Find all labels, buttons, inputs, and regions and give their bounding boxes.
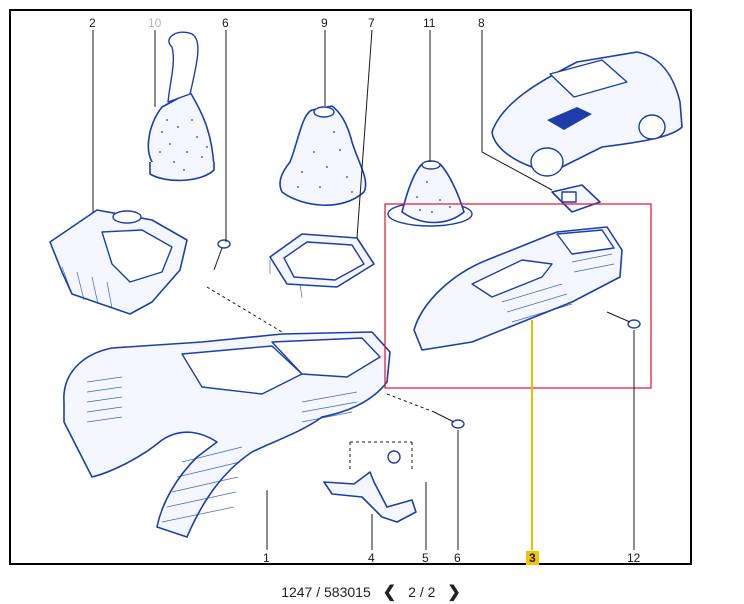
part-1-centre-console[interactable] [63, 331, 391, 538]
chevron-left-icon[interactable]: ❮ [382, 584, 397, 601]
page-indicator: 2 / 2 [408, 584, 436, 600]
label-part-6-lower[interactable]: 6 [454, 551, 461, 565]
label-part-1[interactable]: 1 [263, 551, 270, 565]
chevron-right-icon[interactable]: ❯ [447, 584, 461, 601]
label-part-10[interactable]: 10 [148, 16, 162, 30]
label-part-12[interactable]: 12 [627, 551, 641, 565]
label-part-9[interactable]: 9 [321, 16, 328, 30]
label-part-11[interactable]: 11 [423, 16, 436, 30]
label-part-4[interactable]: 4 [368, 551, 375, 565]
label-part-5[interactable]: 5 [422, 551, 429, 565]
part-8-car-switch[interactable] [491, 51, 683, 213]
label-part-6-upper[interactable]: 6 [222, 16, 229, 30]
part-7-trim-frame[interactable] [269, 233, 375, 299]
screw-part-12[interactable] [606, 311, 641, 329]
diagram-frame: 2 10 6 9 7 11 8 1 4 5 6 3 12 [9, 9, 692, 565]
part-2-gear-housing[interactable] [49, 209, 188, 315]
part-11-boot-flange[interactable] [387, 160, 473, 227]
part-10-gear-boot[interactable] [147, 31, 215, 182]
highlight-box [384, 203, 652, 389]
parts-diagram: 2 10 6 9 7 11 8 1 4 5 6 3 12 [49, 16, 683, 565]
part-3-rear-console[interactable] [413, 226, 623, 351]
label-part-8[interactable]: 8 [478, 16, 485, 30]
label-part-2[interactable]: 2 [89, 16, 96, 30]
label-part-7[interactable]: 7 [368, 16, 375, 30]
screw-part-6-upper[interactable] [213, 239, 231, 271]
part-4-bracket[interactable] [323, 450, 417, 523]
pagination-bar: 1247 / 583015 ❮ 2 / 2 ❯ [0, 580, 744, 604]
label-part-3[interactable]: 3 [529, 551, 536, 565]
screw-part-6-lower[interactable] [433, 411, 465, 429]
highlight-badge [526, 551, 539, 565]
part-9-boot[interactable] [279, 105, 367, 206]
reference-number: 1247 / 583015 [281, 584, 371, 600]
